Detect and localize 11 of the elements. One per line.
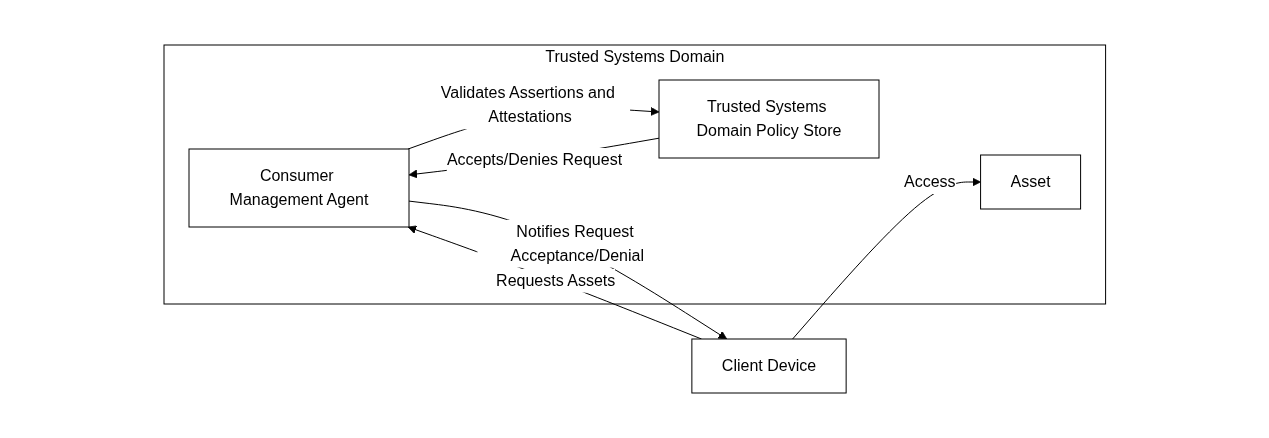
node-box: Consumer Management Agent [188,148,410,228]
edge-label: Access [903,173,956,190]
node-box: Asset [979,154,1081,210]
arrow [791,177,981,340]
arrow [408,200,727,340]
edge-label: Notifies Request Acceptance/Denial [510,222,644,264]
edge-label: Accepts/Denies Request [446,150,622,168]
edge-label: Requests Assets [495,271,615,289]
node-box: Client Device [691,338,847,394]
edge-label: Validates Assertions and Attestations [440,84,615,126]
node-box: Trusted Systems Domain Policy Store [658,79,880,159]
